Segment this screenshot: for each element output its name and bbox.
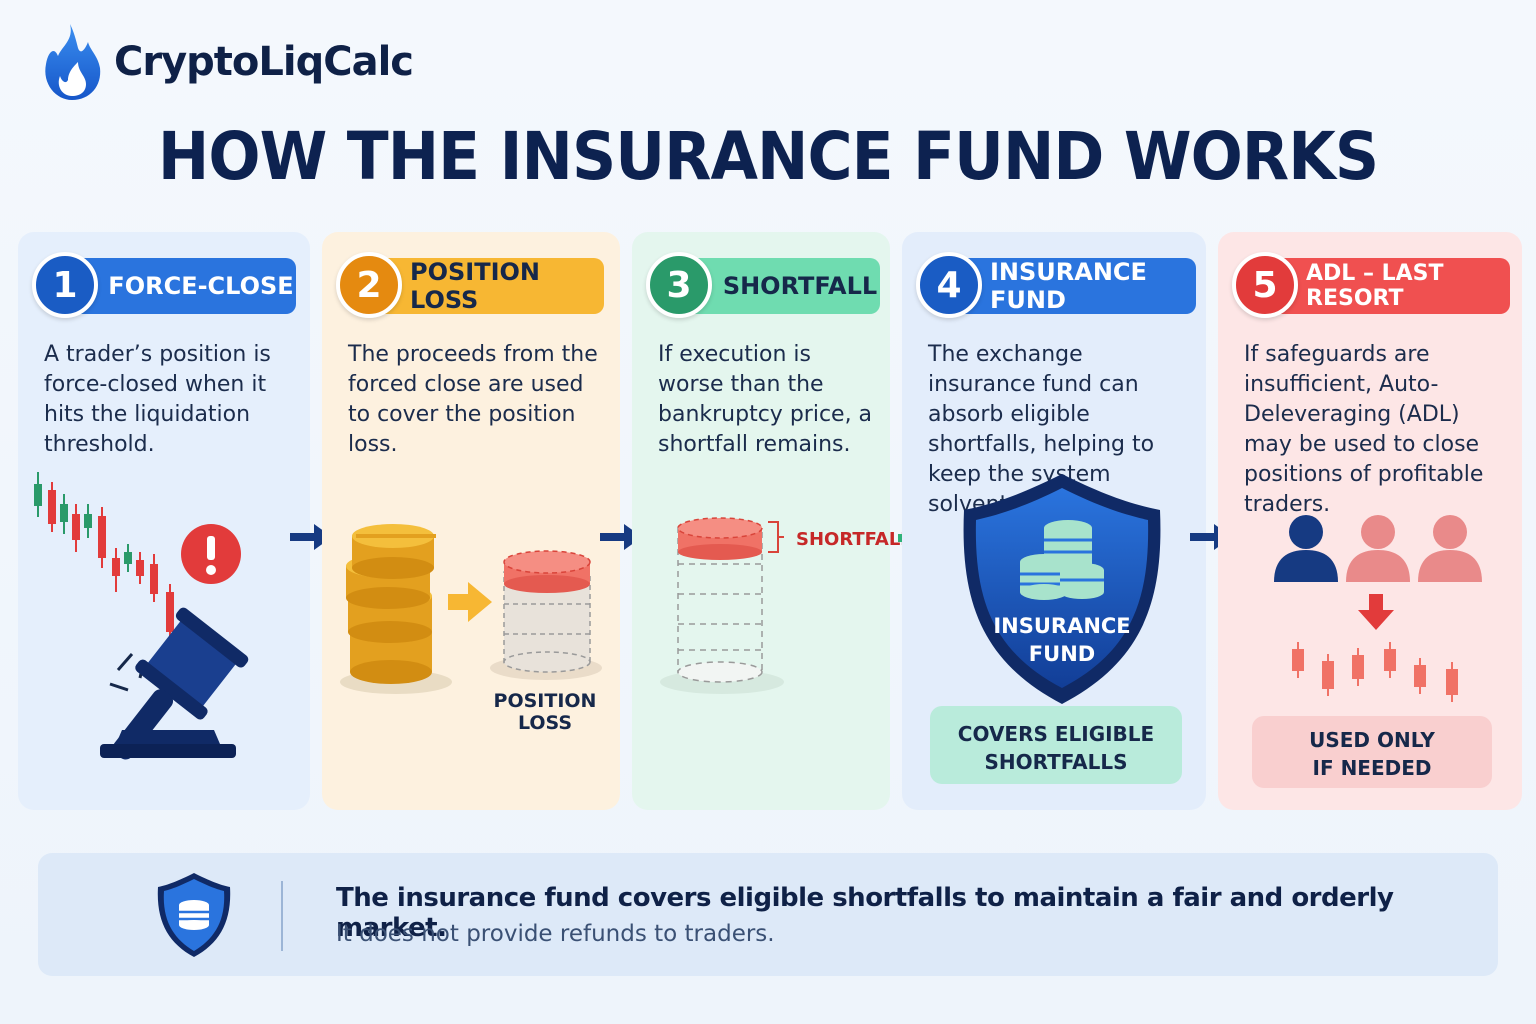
coin-stack-icon xyxy=(346,524,436,684)
note-line: SHORTFALLS xyxy=(984,750,1128,774)
user-icon xyxy=(1418,515,1482,582)
step-label: SHORTFALL xyxy=(694,258,880,314)
coin-stack-icon xyxy=(1020,520,1104,600)
step-number: 1 xyxy=(32,252,98,318)
gavel-icon xyxy=(100,607,249,760)
step-description: The exchange insurance fund can absorb e… xyxy=(928,342,1155,517)
page-title: HOW THE INSURANCE FUND WORKS xyxy=(157,118,1379,195)
step-card-adl: 5 ADL – LAST RESORT If safeguards are in… xyxy=(1218,232,1522,810)
note-line: IF NEEDED xyxy=(1312,756,1432,780)
shortfall-illustration xyxy=(660,517,784,694)
force-close-illustration xyxy=(34,472,249,760)
step-number: 2 xyxy=(336,252,402,318)
footer-main-text: The insurance fund covers eligible short… xyxy=(336,883,1394,943)
covers-eligible-note: COVERS ELIGIBLE SHORTFALLS xyxy=(930,706,1182,784)
user-icon xyxy=(1346,515,1410,582)
used-if-needed-note: USED ONLY IF NEEDED xyxy=(1252,716,1492,788)
step-description: The proceeds from the forced close are u… xyxy=(348,342,598,457)
step-number: 5 xyxy=(1232,252,1298,318)
brand: CryptoLiqCalc xyxy=(40,22,414,102)
step-card-shortfall: 3 SHORTFALL If execution is worse than t… xyxy=(632,232,912,810)
step-description: If execution is worse than the bankruptc… xyxy=(658,342,873,457)
arrow-right-icon xyxy=(600,524,642,550)
step-number: 3 xyxy=(646,252,712,318)
footer-sub-text: It does not provide refunds to traders. xyxy=(336,921,775,947)
step-card-insurance-fund: 4 INSURANCE FUND The exchange insurance … xyxy=(902,232,1206,810)
candlestick-icon xyxy=(1292,642,1458,702)
shortfall-caption: SHORTFALL xyxy=(796,529,912,550)
shield-icon xyxy=(157,873,231,957)
alert-icon xyxy=(181,524,241,584)
footer-banner: The insurance fund covers eligible short… xyxy=(38,853,1498,976)
adl-illustration xyxy=(1274,515,1482,702)
shield-label-line: FUND xyxy=(1028,642,1096,666)
step-label: ADL – LAST RESORT xyxy=(1280,258,1510,314)
position-loss-illustration xyxy=(340,524,602,694)
step-description: If safeguards are insufficient, Auto-Del… xyxy=(1244,342,1484,517)
note-line: USED ONLY xyxy=(1309,728,1435,752)
brand-name: CryptoLiqCalc xyxy=(114,39,414,85)
arrow-right-icon xyxy=(290,524,332,550)
step-description: A trader’s position is force-closed when… xyxy=(44,342,271,457)
step-label: INSURANCE FUND xyxy=(964,258,1196,314)
shield-label: INSURANCE FUND xyxy=(962,612,1162,668)
position-loss-caption: POSITION LOSS xyxy=(493,690,597,734)
step-card-force-close: 1 FORCE-CLOSE A trader’s position is for… xyxy=(18,232,310,810)
shield-label-line: INSURANCE xyxy=(993,614,1131,638)
step-label: FORCE-CLOSE xyxy=(80,258,296,314)
user-icon xyxy=(1274,515,1338,582)
flame-icon xyxy=(45,24,101,100)
footer-divider xyxy=(281,881,283,951)
shield-icon xyxy=(963,474,1161,704)
note-line: COVERS ELIGIBLE xyxy=(957,722,1155,746)
candlestick-icon xyxy=(34,472,174,642)
step-number: 4 xyxy=(916,252,982,318)
step-card-position-loss: 2 POSITION LOSS The proceeds from the fo… xyxy=(322,232,620,810)
step-label: POSITION LOSS xyxy=(384,258,604,314)
